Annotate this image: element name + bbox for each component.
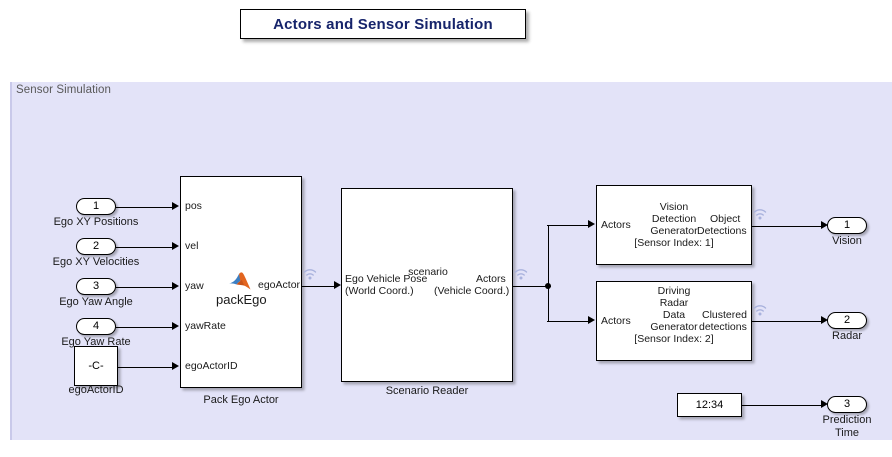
arrow-radar-outport	[821, 316, 828, 324]
outport-1-vision[interactable]: 1	[827, 217, 867, 234]
bus-signal-icon-scenario	[513, 266, 529, 282]
radar-center-line4: Generator	[650, 321, 698, 333]
scenario-reader-input-line2: (World Coord.)	[345, 285, 414, 297]
constant-block-caption: egoActorID	[68, 384, 124, 396]
inport-2-caption: Ego XY Velocities	[52, 256, 140, 268]
outport-1-number: 1	[843, 219, 851, 231]
radar-input-label: Actors	[601, 315, 631, 327]
outport-3-prediction-time[interactable]: 3	[827, 396, 867, 413]
inport-2[interactable]: 2	[76, 238, 116, 255]
scenario-reader-caption: Scenario Reader	[385, 385, 469, 397]
inport-2-number: 2	[92, 240, 100, 252]
radar-center-line3: Data	[662, 309, 686, 321]
block-vision-detection-generator[interactable]	[596, 185, 752, 265]
inport-1-caption: Ego XY Positions	[53, 216, 139, 228]
clock-block[interactable]: 12:34	[677, 393, 742, 417]
bus-signal-icon-vision	[752, 206, 768, 222]
radar-center-line1: Driving	[657, 285, 691, 297]
wire-inport1-to-pos	[116, 206, 173, 208]
inport-4[interactable]: 4	[76, 318, 116, 335]
inport-3-number: 3	[92, 280, 100, 292]
constant-block-egoactorid[interactable]: -C-	[74, 346, 118, 386]
pack-ego-input-vel: vel	[185, 240, 199, 252]
wire-branch-down	[548, 285, 549, 321]
sensor-simulation-label: Sensor Simulation	[16, 84, 112, 96]
inport-1-number: 1	[92, 200, 100, 212]
wire-inport4-to-yawrate	[116, 326, 173, 328]
inport-1[interactable]: 1	[76, 198, 116, 215]
outport-2-number: 2	[843, 314, 851, 326]
vision-sensor-index: [Sensor Index: 1]	[634, 237, 714, 249]
vision-center-line2: Detection	[651, 213, 697, 225]
clock-value: 12:34	[695, 399, 724, 411]
arrow-yawrate	[172, 322, 179, 330]
wire-const-to-egoactorid	[118, 366, 173, 368]
inport-3[interactable]: 3	[76, 278, 116, 295]
radar-center-line2: Radar	[659, 297, 689, 309]
vision-center-line3: Generator	[650, 225, 698, 237]
page-title: Actors and Sensor Simulation	[273, 15, 493, 33]
arrow-egoactorid	[172, 362, 179, 370]
pack-ego-output-egoactor: egoActor	[258, 279, 301, 291]
outport-3-caption-line2: Time	[834, 427, 860, 439]
scenario-reader-output-line2: (Vehicle Coord.)	[434, 285, 510, 297]
arrow-vision-outport	[821, 221, 828, 229]
vision-output-line2: Detections	[697, 225, 747, 237]
outport-1-caption: Vision	[832, 235, 862, 247]
arrow-vel	[172, 242, 179, 250]
wire-clock-to-outport	[742, 404, 824, 406]
pack-ego-input-pos: pos	[185, 200, 202, 212]
radar-output-line1: Clustered	[702, 309, 747, 321]
arrow-pos	[172, 202, 179, 210]
wire-vision-to-outport	[752, 225, 824, 227]
pack-ego-input-yawrate: yawRate	[185, 320, 226, 332]
radar-sensor-index: [Sensor Index: 2]	[634, 333, 714, 345]
bus-signal-icon-packego	[302, 266, 318, 282]
outport-2-caption: Radar	[832, 330, 862, 342]
scenario-reader-output-line1: Actors	[476, 273, 506, 285]
wire-radar-to-outport	[752, 320, 824, 322]
vision-center-line1: Vision	[659, 201, 689, 213]
pack-ego-function-label: packEgo	[216, 292, 267, 307]
wire-branch-up	[548, 225, 549, 287]
radar-output-line2: detections	[699, 321, 747, 333]
scenario-reader-input-line1: Ego Vehicle Pose	[345, 273, 428, 285]
matlab-membrane-icon	[228, 271, 254, 293]
vision-output-line1: Object	[710, 213, 741, 225]
constant-value: -C-	[88, 360, 104, 372]
arrow-radar-input	[588, 316, 595, 324]
wire-branch-to-radar	[547, 320, 590, 322]
title-annotation-box[interactable]: Actors and Sensor Simulation	[240, 9, 526, 39]
block-radar-data-generator[interactable]	[596, 281, 752, 361]
arrow-yaw	[172, 282, 179, 290]
block-scenario-reader[interactable]	[341, 188, 513, 382]
outport-2-radar[interactable]: 2	[827, 312, 867, 329]
outport-3-caption-line1: Prediction	[822, 414, 872, 426]
pack-ego-input-yaw: yaw	[185, 280, 204, 292]
inport-4-caption: Ego Yaw Rate	[61, 336, 131, 348]
inport-3-caption: Ego Yaw Angle	[59, 296, 133, 308]
wire-scenario-to-branch	[513, 285, 551, 287]
wire-inport2-to-vel	[116, 246, 173, 248]
pack-ego-input-egoactorid: egoActorID	[185, 360, 238, 372]
arrow-prediction-outport	[821, 400, 828, 408]
wire-packego-to-scenario	[302, 285, 336, 287]
bus-signal-icon-radar	[752, 302, 768, 318]
arrow-scenario-input	[334, 281, 341, 289]
arrow-vision-input	[588, 220, 595, 228]
inport-4-number: 4	[92, 320, 100, 332]
scenario-reader-center-label: scenario	[408, 266, 448, 278]
wire-branch-to-vision	[547, 224, 590, 226]
vision-input-label: Actors	[601, 219, 631, 231]
pack-ego-actor-caption: Pack Ego Actor	[203, 394, 279, 406]
wire-inport3-to-yaw	[116, 286, 173, 288]
outport-3-number: 3	[843, 398, 851, 410]
